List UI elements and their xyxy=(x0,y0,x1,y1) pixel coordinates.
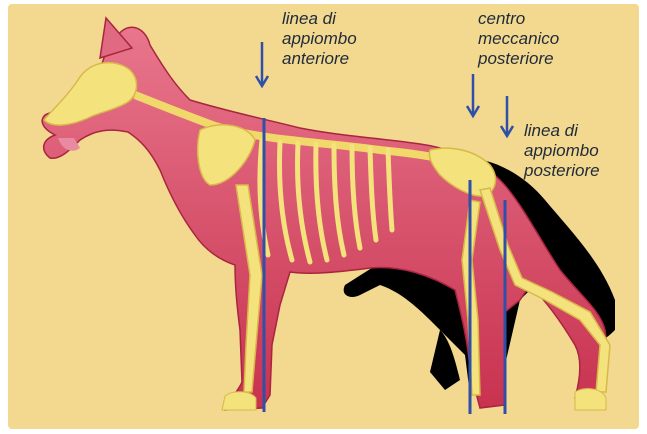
mechanical-center-label: centro meccanico posteriore xyxy=(478,9,559,69)
front-plumb-label-line-1: linea di xyxy=(282,9,357,29)
rear-plumb-label-line-2: appiombo xyxy=(524,141,600,161)
mechanical-center-label-line-3: posteriore xyxy=(478,49,559,69)
front-plumb-label: linea di appiombo anteriore xyxy=(282,9,357,69)
mechanical-center-label-line-2: meccanico xyxy=(478,29,559,49)
dog-paws xyxy=(222,389,606,410)
rear-plumb-label-line-1: linea di xyxy=(524,121,600,141)
front-plumb-label-line-3: anteriore xyxy=(282,49,357,69)
front-plumb-label-line-2: appiombo xyxy=(282,29,357,49)
rear-plumb-label-line-3: posteriore xyxy=(524,161,600,181)
rear-plumb-label: linea di appiombo posteriore xyxy=(524,121,600,181)
down-arrow-icon xyxy=(501,96,513,136)
down-arrow-icon xyxy=(467,74,479,116)
mechanical-center-label-line-1: centro xyxy=(478,9,559,29)
down-arrow-icon xyxy=(256,42,268,86)
